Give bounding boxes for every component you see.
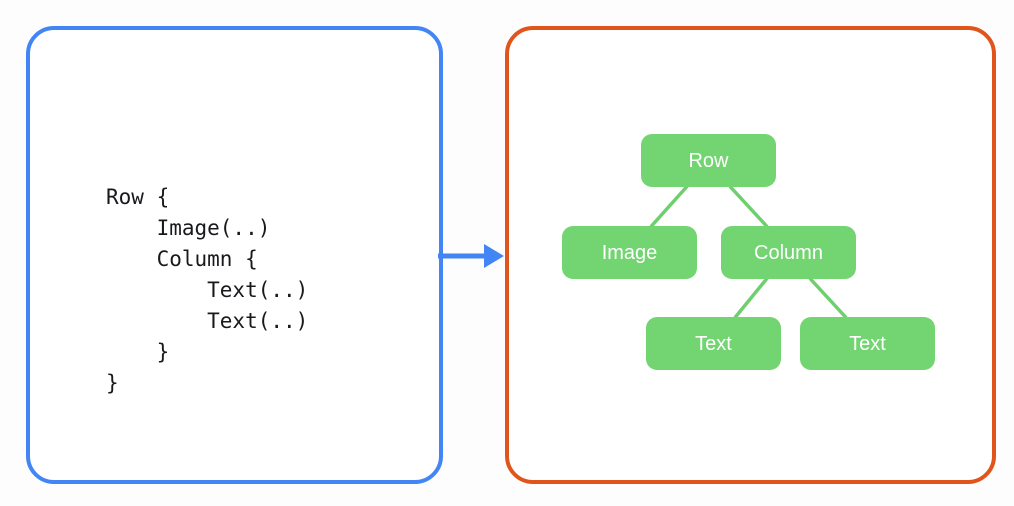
tree-node-row[interactable]: Row [641,134,776,187]
code-snippet: Row { Image(..) Column { Text(..) Text(.… [106,185,309,395]
tree-edge-row-column [728,185,769,228]
tree-node-text2[interactable]: Text [800,317,935,370]
tree-edges [649,185,848,319]
tree-edge-column-text2 [808,277,848,319]
tree-node-image[interactable]: Image [562,226,697,279]
tree-node-text1[interactable]: Text [646,317,781,370]
tree-edge-column-text1 [733,277,769,319]
tree-node-label: Image [601,241,658,264]
tree-node-label: Text [695,332,732,355]
tree-edge-row-image [649,185,689,228]
transform-arrow-icon [438,244,504,268]
tree-node-label: Text [849,332,886,355]
tree-node-label: Row [688,149,729,172]
tree-node-column[interactable]: Column [721,226,856,279]
code-panel: Row { Image(..) Column { Text(..) Text(.… [26,26,443,484]
tree-node-label: Column [754,241,823,264]
